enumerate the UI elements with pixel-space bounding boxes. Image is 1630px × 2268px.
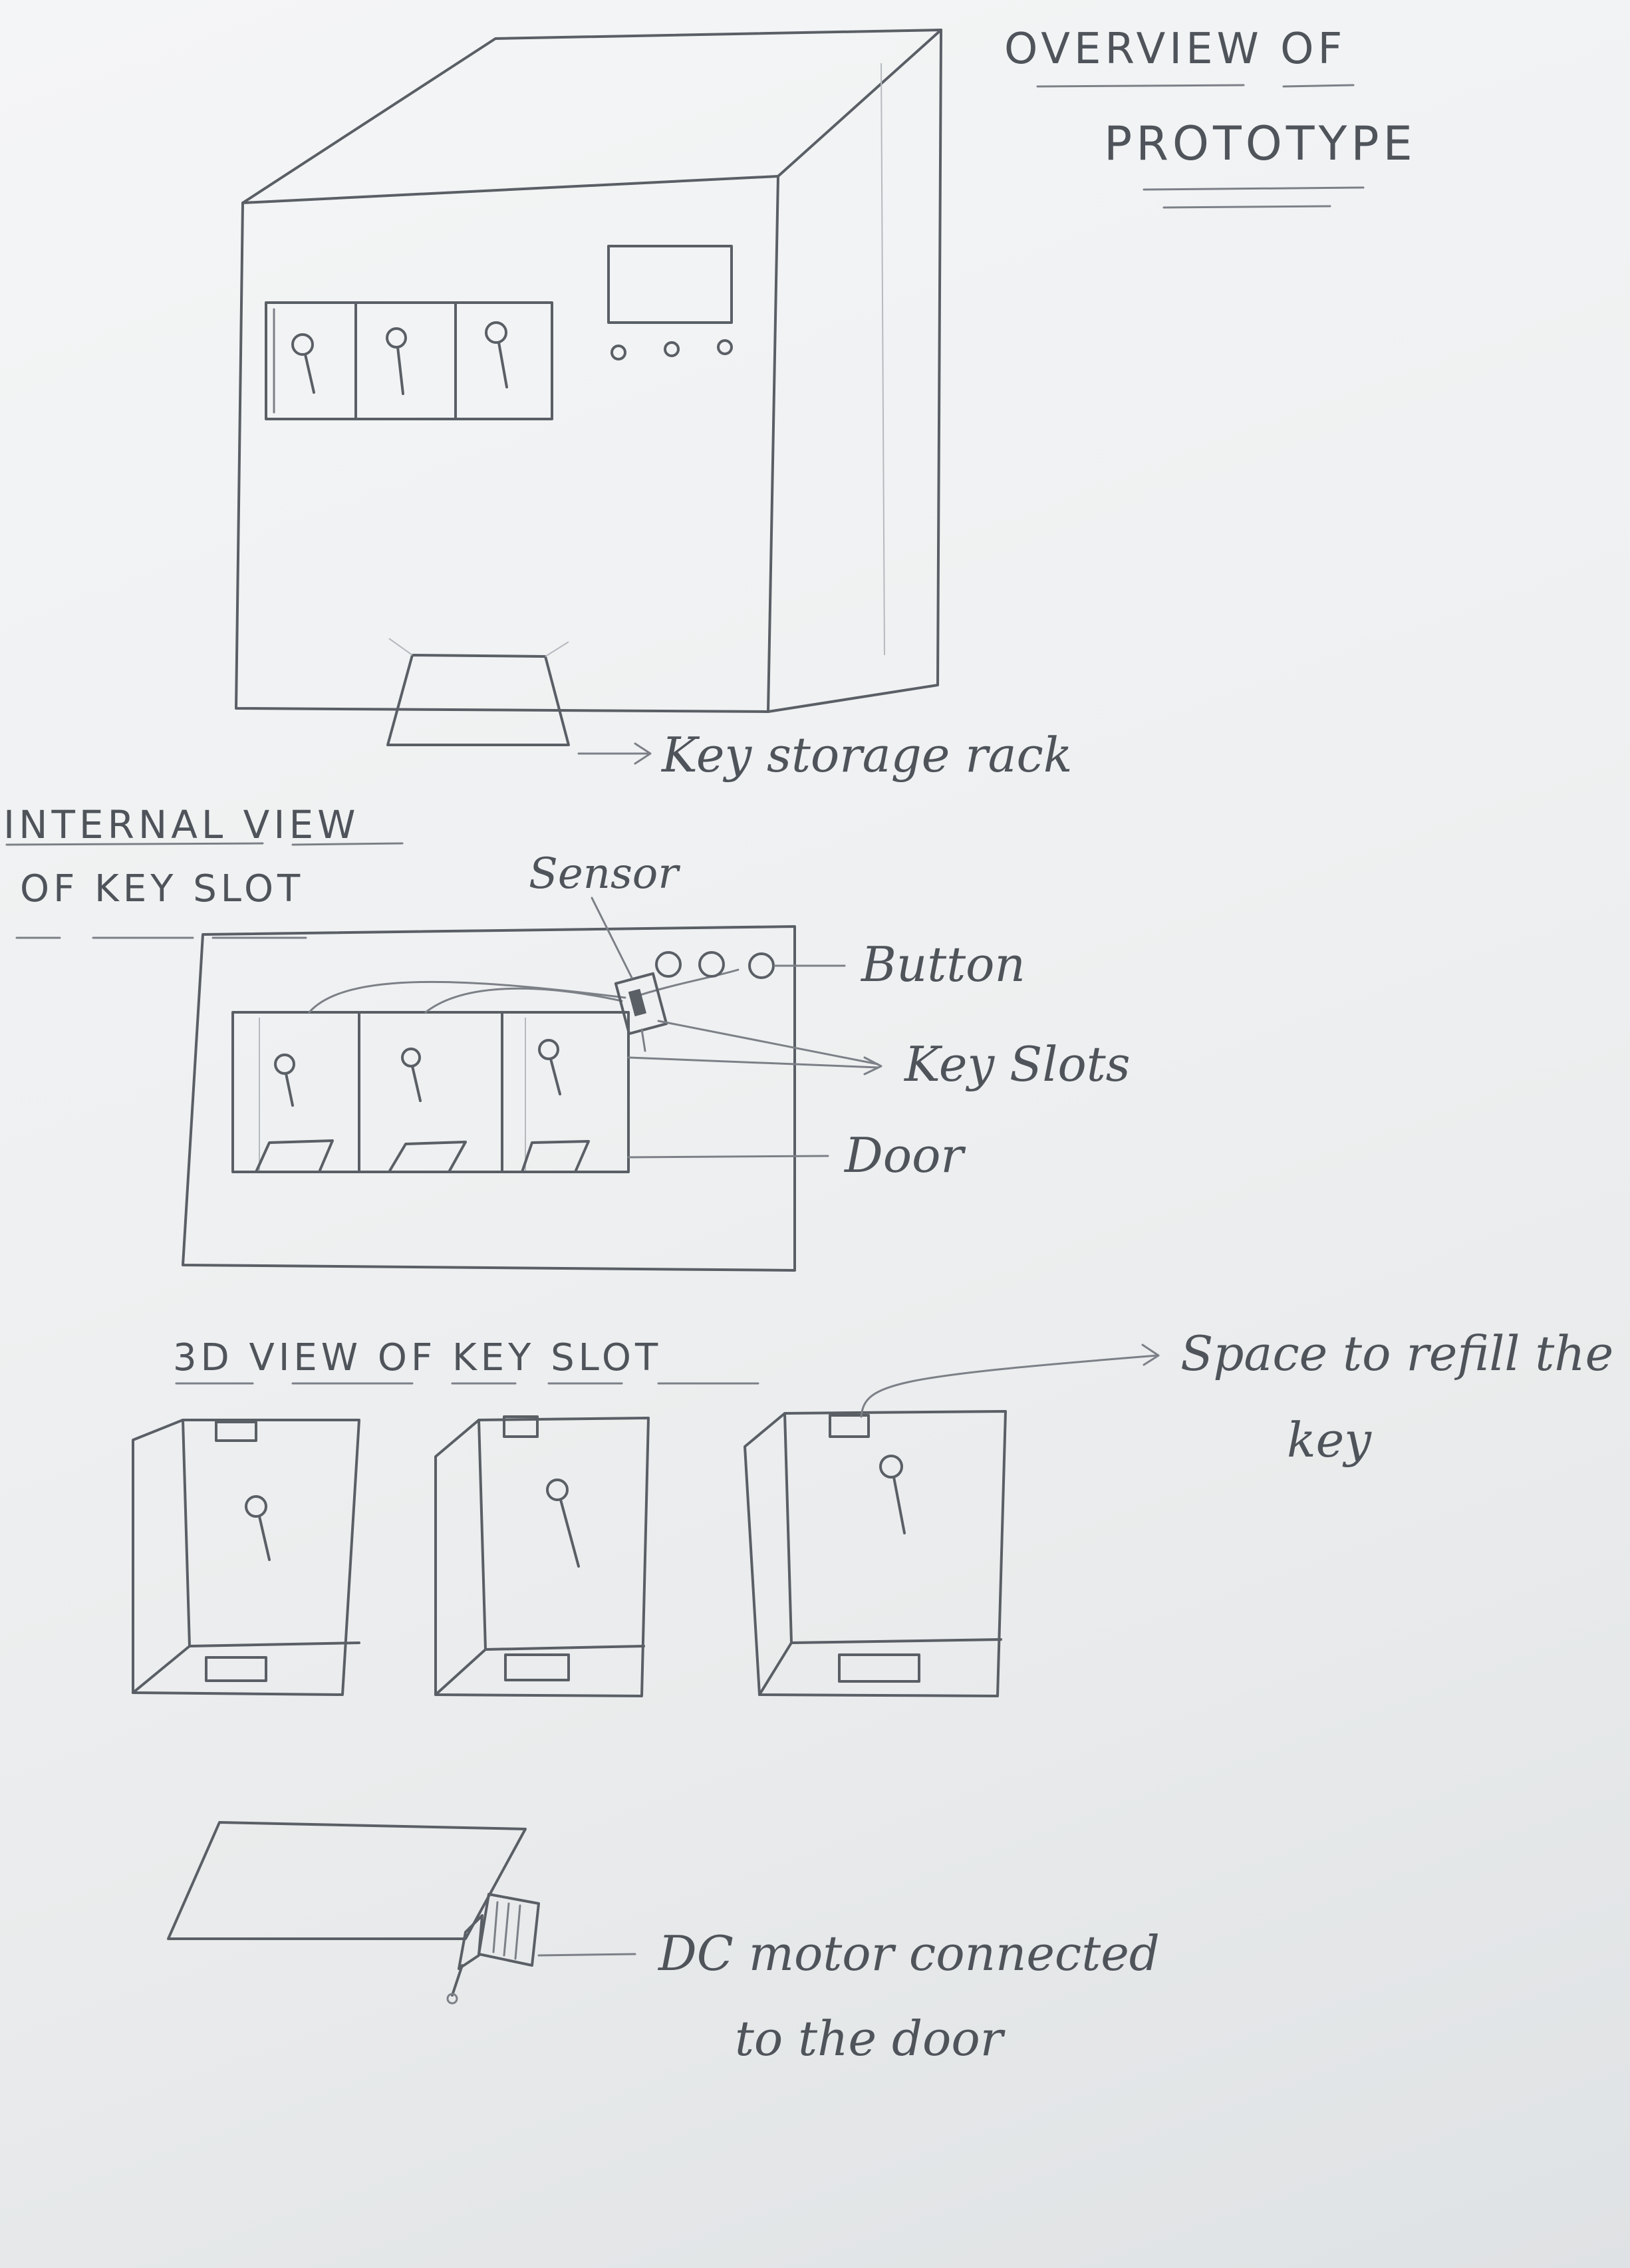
internal-slot-frame xyxy=(233,1012,628,1172)
key-icon xyxy=(547,1480,579,1566)
dc-motor-label-line2: to the door xyxy=(735,2011,1006,2066)
door-plate xyxy=(168,1822,525,1939)
sensor-component xyxy=(616,974,666,1051)
key-icon xyxy=(486,323,507,387)
slot-3d-2 xyxy=(436,1417,648,1696)
view-3d-heading: 3D VIEW OF KEY SLOT xyxy=(173,1336,758,1383)
sensor-wire xyxy=(426,988,622,1012)
slot-door xyxy=(389,1142,466,1172)
key-storage-rack-label: Key storage rack xyxy=(660,727,1072,783)
refill-opening xyxy=(830,1415,869,1437)
front-key-slots xyxy=(266,303,552,419)
overview-title-line2: PROTOTYPE xyxy=(1104,116,1417,171)
key-storage-rack-tray xyxy=(388,655,569,745)
cabinet-side xyxy=(768,30,941,712)
key-icon xyxy=(246,1496,269,1560)
key-slots-label: Key Slots xyxy=(903,1036,1131,1092)
sensor-label: Sensor xyxy=(529,849,680,899)
key-icon xyxy=(387,329,406,394)
internal-button xyxy=(700,952,724,976)
overview-heading: OVERVIEW OF PROTOTYPE xyxy=(1004,25,1417,208)
slot-3d-3 xyxy=(745,1411,1006,1696)
button-label: Button xyxy=(860,936,1025,992)
internal-view-heading: INTERNAL VIEW OF KEY SLOT xyxy=(3,802,402,938)
dc-motor-annotation: DC motor connected to the door xyxy=(539,1925,1160,2066)
internal-title-line1: INTERNAL VIEW xyxy=(3,802,359,847)
key-icon xyxy=(881,1456,904,1533)
refill-label-line1: Space to refill the xyxy=(1180,1326,1613,1381)
sensor-wire xyxy=(309,982,625,1012)
door-plate-motor xyxy=(168,1822,539,2003)
internal-title-line2: OF KEY SLOT xyxy=(20,867,304,911)
panel-button xyxy=(612,346,625,359)
internal-view-diagram xyxy=(183,926,795,1270)
key-icon xyxy=(275,1055,294,1105)
view-3d-title: 3D VIEW OF KEY SLOT xyxy=(173,1336,662,1379)
refill-label-line2: key xyxy=(1287,1412,1372,1468)
panel-button xyxy=(718,341,732,354)
cabinet-top xyxy=(243,30,941,203)
key-storage-rack-annotation: Key storage rack xyxy=(579,727,1072,783)
key-icon xyxy=(539,1040,560,1094)
internal-button xyxy=(749,954,773,978)
panel-button xyxy=(665,343,678,356)
cabinet-overview xyxy=(236,30,941,745)
slot-3d-1 xyxy=(133,1420,359,1695)
key-icon xyxy=(293,335,314,392)
dc-motor-label-line1: DC motor connected xyxy=(657,1925,1160,1981)
slot-door xyxy=(522,1141,589,1172)
internal-view-annotations: Sensor Button Key Slots Door xyxy=(529,849,1131,1183)
door-label: Door xyxy=(843,1127,966,1183)
internal-button xyxy=(656,952,680,976)
refill-annotation: Space to refill the key xyxy=(861,1326,1613,1468)
key-icon xyxy=(402,1049,420,1101)
slot-door xyxy=(256,1141,333,1172)
overview-title-line1: OVERVIEW OF xyxy=(1004,25,1346,74)
cabinet-front xyxy=(236,176,778,712)
dc-motor-icon xyxy=(448,1894,539,2003)
key-slot-panel xyxy=(266,303,552,419)
display-screen xyxy=(609,246,732,323)
